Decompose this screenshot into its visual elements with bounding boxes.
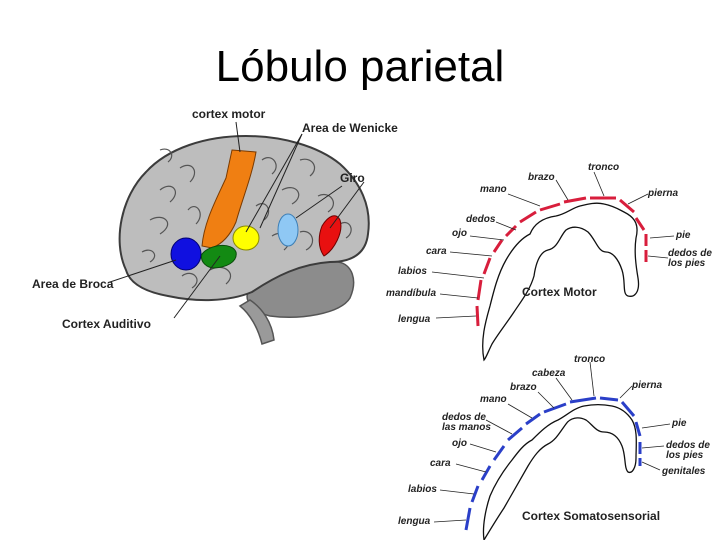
brain-leader-lines bbox=[109, 121, 365, 319]
motor-label-labios: labios bbox=[398, 266, 427, 277]
motor-leader-lines bbox=[431, 171, 675, 319]
soma-label-dedos-manos-2: las manos bbox=[442, 422, 491, 433]
motor-label-dedos-pies-2: los pies bbox=[668, 258, 706, 269]
somatosensory-title: Cortex Somatosensorial bbox=[522, 509, 660, 523]
motor-label-lengua: lengua bbox=[398, 314, 431, 325]
giro-area bbox=[318, 215, 342, 257]
soma-label-mano: mano bbox=[480, 394, 507, 405]
soma-label-pierna: pierna bbox=[631, 380, 662, 391]
motor-label-pierna: pierna bbox=[647, 188, 678, 199]
motor-label-dedos: dedos bbox=[466, 214, 496, 225]
brainstem bbox=[238, 299, 275, 345]
label-area-broca: Area de Broca bbox=[32, 277, 114, 291]
motor-cortex-area bbox=[201, 149, 257, 249]
motor-label-tronco: tronco bbox=[588, 162, 619, 173]
soma-label-lengua: lengua bbox=[398, 516, 431, 527]
soma-label-cara: cara bbox=[430, 458, 451, 469]
soma-label-tronco: tronco bbox=[574, 354, 605, 365]
somatosensory-leader-lines bbox=[433, 361, 671, 523]
soma-label-labios: labios bbox=[408, 484, 437, 495]
soma-label-dedos-pies-2: los pies bbox=[666, 450, 704, 461]
label-cortex-auditivo: Cortex Auditivo bbox=[62, 317, 151, 331]
yellow-area bbox=[232, 225, 260, 251]
somatosensory-figure: tronco cabeza brazo pierna mano dedos de… bbox=[398, 354, 710, 540]
somatosensory-outline bbox=[482, 403, 637, 540]
wenicke-area bbox=[277, 213, 299, 247]
motor-cortex-figure: brazo tronco mano pierna dedos ojo cara … bbox=[386, 162, 712, 362]
motor-label-brazo: brazo bbox=[528, 172, 555, 183]
soma-label-brazo: brazo bbox=[510, 382, 537, 393]
label-cortex-motor: cortex motor bbox=[192, 107, 266, 121]
soma-label-pie: pie bbox=[671, 418, 687, 429]
label-area-wenicke: Area de Wenicke bbox=[302, 121, 398, 135]
brain-diagram: cortex motor Area de Wenicke Giro Area d… bbox=[32, 107, 398, 345]
soma-label-dedos-manos-1: dedos de bbox=[442, 412, 486, 423]
motor-cortex-title: Cortex Motor bbox=[522, 285, 597, 299]
motor-cortex-segments bbox=[475, 196, 648, 327]
soma-label-ojo: ojo bbox=[452, 438, 467, 449]
motor-label-dedos-pies-1: dedos de bbox=[668, 248, 712, 259]
motor-label-ojo: ojo bbox=[452, 228, 467, 239]
brain-gyri bbox=[141, 148, 352, 289]
motor-label-mano: mano bbox=[480, 184, 507, 195]
soma-label-cabeza: cabeza bbox=[532, 368, 566, 379]
label-giro: Giro bbox=[340, 171, 365, 185]
broca-area bbox=[170, 237, 202, 271]
motor-cortex-outline bbox=[482, 202, 640, 362]
motor-label-mandibula: mandíbula bbox=[386, 288, 436, 299]
motor-label-pie: pie bbox=[675, 230, 691, 241]
soma-label-dedos-pies-1: dedos de bbox=[666, 440, 710, 451]
soma-label-genitales: genitales bbox=[661, 466, 706, 477]
somatosensory-segments bbox=[464, 396, 642, 531]
motor-label-cara: cara bbox=[426, 246, 447, 257]
slide-title: Lóbulo parietal bbox=[215, 42, 505, 91]
